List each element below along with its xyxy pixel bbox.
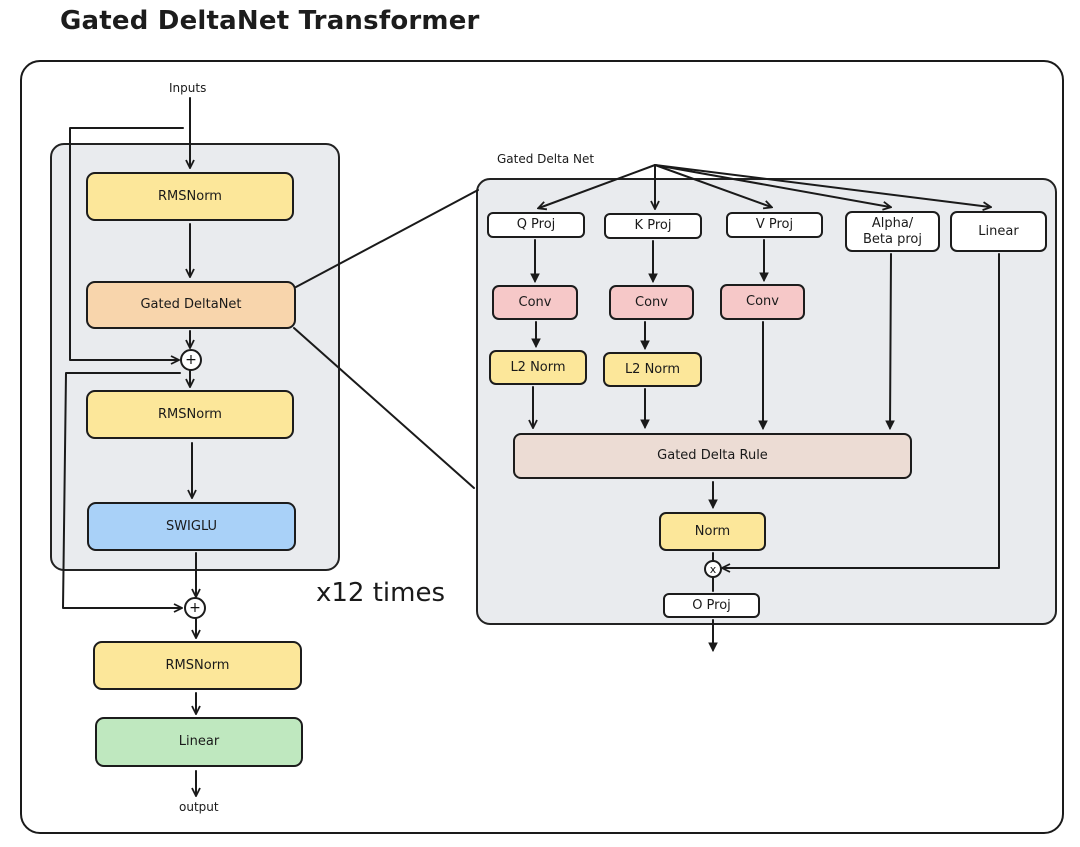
inputs-label: Inputs (169, 81, 207, 95)
gated-delta-net-panel (476, 178, 1057, 625)
alpha-beta-proj-line2: Beta proj (863, 231, 922, 247)
rmsnorm-block-2: RMSNorm (86, 390, 294, 439)
diagram-title: Gated DeltaNet Transformer (60, 6, 480, 36)
residual-path-2 (62, 372, 181, 608)
q-proj-block: Q Proj (487, 212, 585, 238)
v-proj-block: V Proj (726, 212, 823, 238)
outer-frame (20, 60, 1064, 834)
multiply-gate: x (704, 560, 722, 578)
rmsnorm-final-block: RMSNorm (93, 641, 302, 690)
rmsnorm-block-1: RMSNorm (86, 172, 294, 221)
norm-block: Norm (659, 512, 766, 551)
alpha-to-rule (890, 253, 891, 428)
conv-block-v: Conv (720, 284, 805, 320)
fan-to-alpha (654, 164, 890, 207)
linear-to-mult (723, 253, 1000, 568)
residual-add-2: + (184, 597, 206, 619)
conv-block-q: Conv (492, 285, 578, 320)
k-proj-block: K Proj (604, 213, 702, 239)
alpha-beta-proj-line1: Alpha/ (871, 215, 914, 231)
zoom-line-top (295, 189, 479, 288)
gated-delta-rule-block: Gated Delta Rule (513, 433, 912, 479)
gated-deltanet-block: Gated DeltaNet (86, 281, 296, 329)
gated-delta-net-title: Gated Delta Net (497, 152, 595, 166)
residual-add-1: + (180, 349, 202, 371)
l2-norm-block-k: L2 Norm (603, 352, 702, 387)
residual-path-1 (69, 127, 184, 360)
o-proj-block: O Proj (663, 593, 760, 618)
fan-to-q (539, 164, 656, 208)
linear-gate-block: Linear (950, 211, 1047, 252)
repeat-count-label: x12 times (316, 578, 446, 608)
fan-to-v (654, 164, 771, 207)
l2-norm-block-q: L2 Norm (489, 350, 587, 385)
swiglu-block: SWIGLU (87, 502, 296, 551)
zoom-line-bottom (293, 327, 475, 489)
output-label: output (179, 800, 219, 814)
alpha-beta-proj-block: Alpha/ Beta proj (845, 211, 940, 252)
fan-to-linear (654, 164, 990, 207)
linear-output-block: Linear (95, 717, 303, 767)
conv-block-k: Conv (609, 285, 694, 320)
